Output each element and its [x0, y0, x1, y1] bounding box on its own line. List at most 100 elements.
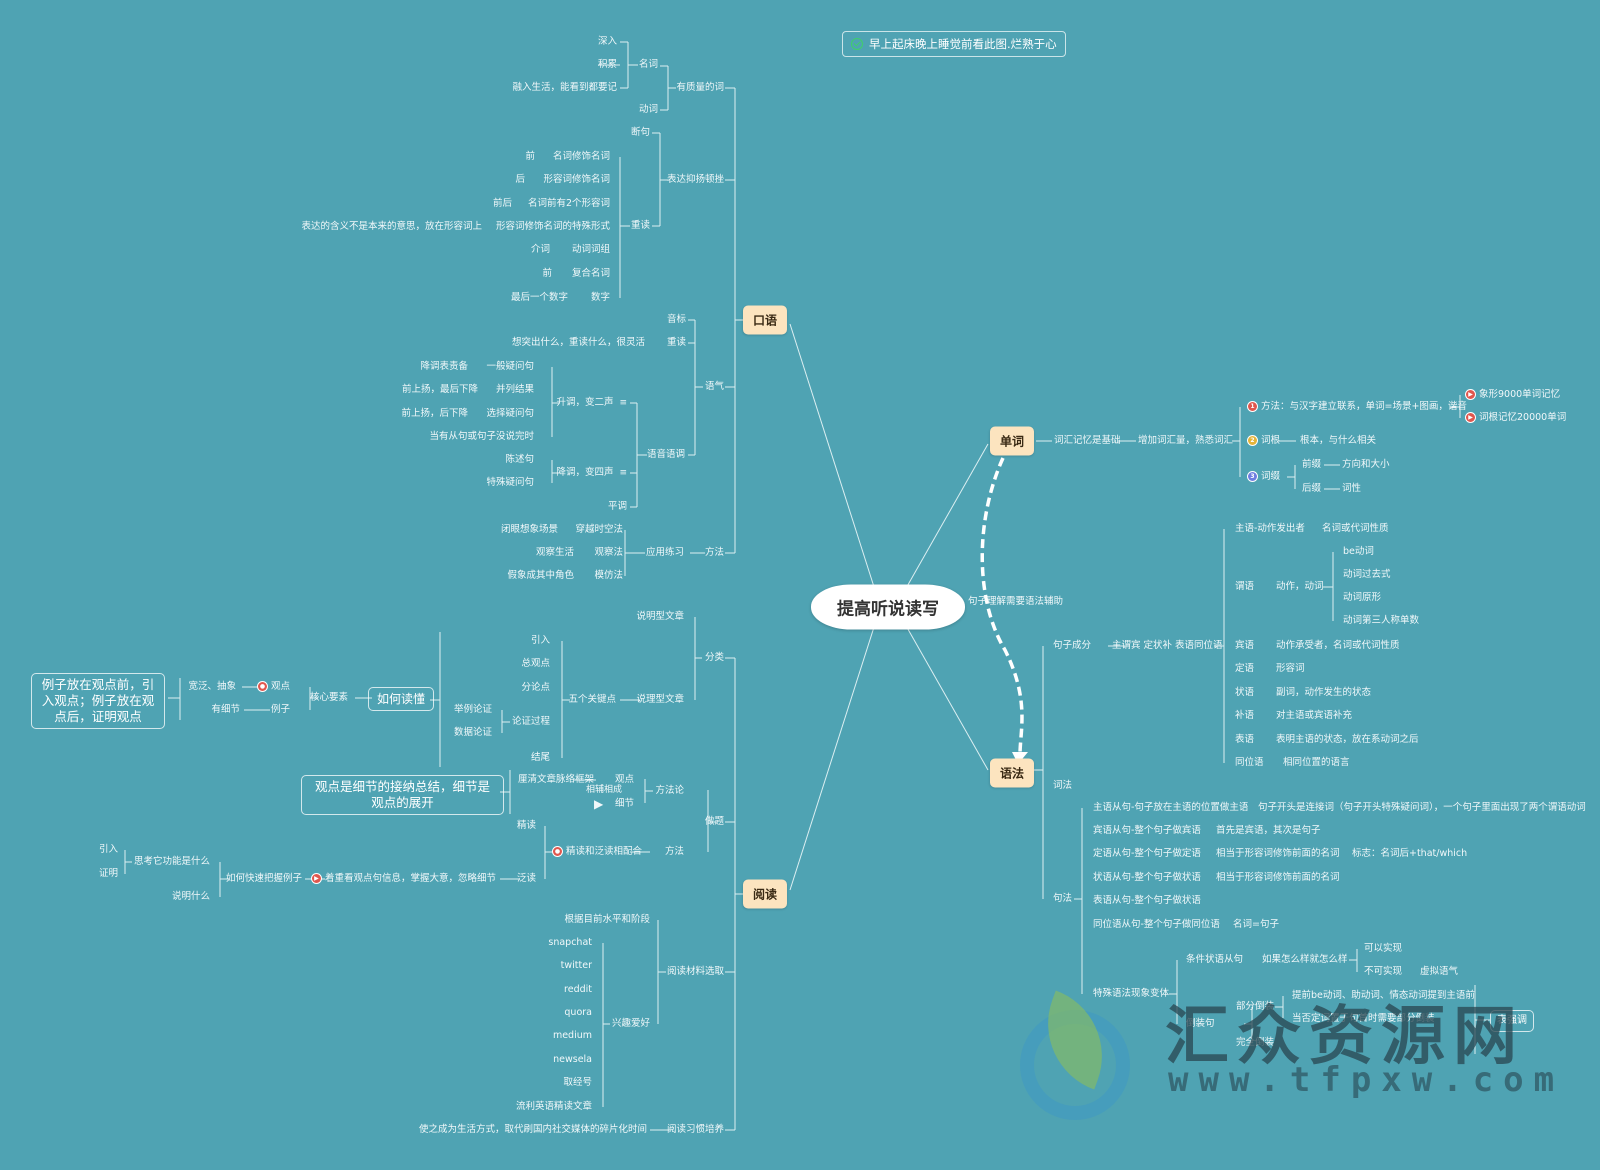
- topic[interactable]: 最后一个数字: [510, 292, 568, 303]
- topic[interactable]: 特殊语法现象变体: [1093, 988, 1170, 999]
- branch-danci[interactable]: 单词: [989, 426, 1035, 456]
- topic[interactable]: 形容词: [1276, 663, 1305, 674]
- topic[interactable]: 一般疑问句: [486, 361, 534, 372]
- topic[interactable]: 动作，动词: [1276, 581, 1324, 592]
- topic[interactable]: 说明什么: [171, 891, 210, 902]
- topic[interactable]: 举例论证: [453, 704, 492, 715]
- topic[interactable]: 兴趣爱好: [611, 1018, 650, 1029]
- topic[interactable]: 流利英语精读文章: [515, 1101, 592, 1112]
- topic[interactable]: ▶着重看观点句信息，掌握大意，忽略细节: [311, 873, 496, 885]
- branch-kouyu[interactable]: 口语: [742, 305, 788, 335]
- topic[interactable]: 相辅相成: [586, 785, 623, 795]
- topic[interactable]: 增加词汇量，熟悉词汇: [1138, 435, 1234, 446]
- topic[interactable]: snapchat: [548, 937, 592, 948]
- topic[interactable]: 方法: [704, 547, 724, 558]
- topic[interactable]: 名词: [638, 59, 658, 70]
- topic[interactable]: 前: [525, 151, 535, 162]
- topic[interactable]: 后缀: [1302, 483, 1322, 494]
- topic[interactable]: 定语: [1235, 663, 1255, 674]
- topic[interactable]: twitter: [560, 960, 592, 971]
- topic[interactable]: 表语从句-整个句子做状语: [1093, 895, 1201, 906]
- topic[interactable]: 细节: [614, 798, 634, 809]
- topic[interactable]: 结尾: [530, 752, 550, 763]
- topic[interactable]: 形容词修饰名词的特殊形式: [495, 221, 610, 232]
- topic[interactable]: 不可实现: [1364, 966, 1403, 977]
- topic[interactable]: 名词=句子: [1233, 919, 1279, 930]
- topic[interactable]: 前缀: [1302, 459, 1322, 470]
- how-to-understand-node[interactable]: 如何读懂: [368, 687, 435, 711]
- topic[interactable]: quora: [564, 1007, 592, 1018]
- topic[interactable]: 分类: [704, 652, 724, 663]
- topic[interactable]: 根据目前水平和阶段: [564, 914, 650, 925]
- topic[interactable]: 主语从句-句子放在主语的位置做主语: [1093, 802, 1249, 813]
- topic[interactable]: 如果怎么样就怎么样: [1262, 954, 1348, 965]
- topic[interactable]: 例子: [270, 704, 290, 715]
- topic[interactable]: 动词词组: [571, 244, 610, 255]
- topic[interactable]: 宾语从句-整个句子做宾语: [1093, 825, 1201, 836]
- topic[interactable]: 闭眼想象场景: [500, 524, 558, 535]
- topic[interactable]: 方向和大小: [1342, 459, 1390, 470]
- topic[interactable]: 观察法: [594, 547, 623, 558]
- topic[interactable]: 动词第三人称单数: [1343, 615, 1420, 626]
- topic[interactable]: 对主语或宾语补充: [1276, 710, 1353, 721]
- topic[interactable]: 句法: [1053, 893, 1073, 904]
- topic[interactable]: 虚拟语气: [1420, 966, 1459, 977]
- topic[interactable]: 泛读: [516, 873, 536, 884]
- topic[interactable]: 相同位置的语言: [1283, 757, 1350, 768]
- topic[interactable]: 观察生活: [535, 547, 574, 558]
- topic[interactable]: 相当于形容词修饰前面的名词: [1216, 848, 1340, 859]
- topic[interactable]: 取经号: [563, 1077, 592, 1088]
- topic[interactable]: 说理型文章: [636, 694, 684, 705]
- topic[interactable]: 重读: [666, 337, 686, 348]
- topic[interactable]: 名词或代词性质: [1322, 523, 1389, 534]
- topic[interactable]: ●精读和泛读相配合: [552, 846, 642, 858]
- topic[interactable]: 厘清文章脉络框架: [517, 774, 594, 785]
- topic[interactable]: 当有从句或句子没说完时: [429, 431, 534, 442]
- topic[interactable]: 根本，与什么相关: [1300, 435, 1377, 446]
- topic[interactable]: 介词: [530, 244, 550, 255]
- branch-yuedu[interactable]: 阅读: [742, 879, 788, 909]
- topic[interactable]: 陈述句: [505, 454, 534, 465]
- topic[interactable]: 特殊疑问句: [486, 477, 534, 488]
- topic[interactable]: 引入: [530, 635, 550, 646]
- viewpoint-summary-box[interactable]: 观点是细节的接纳总结，细节是观点的展开: [301, 775, 504, 815]
- topic[interactable]: 音标: [666, 314, 686, 325]
- topic[interactable]: 做题: [704, 816, 724, 827]
- topic[interactable]: 前上扬，最后下降: [401, 384, 478, 395]
- topic[interactable]: 降调表责备: [420, 361, 468, 372]
- topic[interactable]: 思考它功能是什么: [133, 856, 210, 867]
- topic[interactable]: 句子开头是连接词（句子开头特殊疑问词），一个句子里面出现了两个谓语动词: [1258, 802, 1586, 813]
- topic[interactable]: 深入: [597, 36, 617, 47]
- topic[interactable]: 选择疑问句: [486, 408, 534, 419]
- central-topic[interactable]: 提高听说读写: [811, 584, 965, 630]
- topic[interactable]: 想突出什么，重读什么，很灵活: [511, 337, 645, 348]
- topic[interactable]: 分论点: [521, 682, 550, 693]
- topic[interactable]: 形容词修饰名词: [543, 174, 610, 185]
- topic[interactable]: 复合名词: [571, 268, 610, 279]
- topic[interactable]: 名词修饰名词: [552, 151, 610, 162]
- example-summary-box[interactable]: 例子放在观点前，引入观点；例子放在观点后，证明观点: [31, 673, 165, 729]
- topic[interactable]: 定语从句-整个句子做定语: [1093, 848, 1201, 859]
- topic[interactable]: 动词: [638, 104, 658, 115]
- topic[interactable]: ▶象形9000单词记忆: [1466, 389, 1560, 401]
- topic[interactable]: 应用练习: [645, 547, 684, 558]
- topic[interactable]: 条件状语从句: [1186, 954, 1244, 965]
- topic[interactable]: 证明: [98, 868, 118, 879]
- topic[interactable]: 阅读习惯培养: [666, 1124, 724, 1135]
- topic[interactable]: 状语: [1235, 687, 1255, 698]
- topic[interactable]: 假象成其中角色: [507, 570, 574, 581]
- topic[interactable]: 表达抑扬顿挫: [666, 174, 724, 185]
- topic[interactable]: 平调: [607, 501, 627, 512]
- topic[interactable]: 如何快速把握例子: [225, 873, 302, 884]
- topic[interactable]: 动词原形: [1343, 592, 1382, 603]
- topic[interactable]: 提前be动词、助动词、情态动词提到主语前: [1292, 990, 1475, 1001]
- topic[interactable]: 数字: [590, 292, 610, 303]
- topic[interactable]: 并列结果: [495, 384, 534, 395]
- topic[interactable]: 语音语调: [646, 449, 685, 460]
- topic[interactable]: 精读: [516, 820, 536, 831]
- topic[interactable]: 宽泛、抽象: [188, 681, 236, 692]
- topic[interactable]: 方法: [664, 846, 684, 857]
- topic[interactable]: 表明主语的状态，放在系动词之后: [1276, 734, 1419, 745]
- topic[interactable]: 融入生活，能看到都要记: [512, 82, 617, 93]
